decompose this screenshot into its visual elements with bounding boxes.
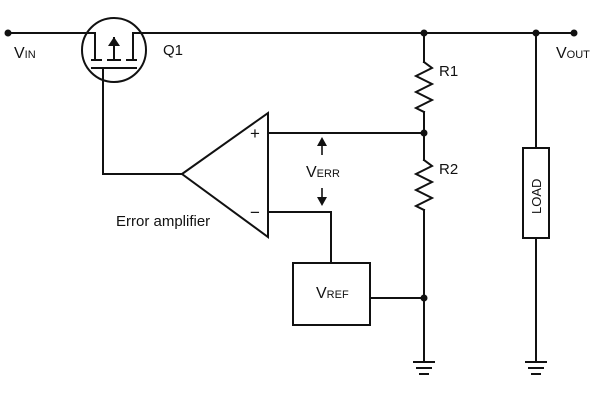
q1-mosfet	[79, 17, 151, 175]
error-amplifier-triangle	[180, 111, 269, 239]
r2-label: R2	[439, 161, 458, 178]
load-label: LOAD	[529, 179, 544, 214]
verr-arrows	[317, 137, 327, 206]
vout-label: VOUT	[556, 45, 590, 62]
vin-label: VIN	[14, 45, 36, 62]
r2-resistor	[413, 158, 435, 212]
plus-sign: +	[250, 124, 260, 143]
q1-arrow	[108, 37, 120, 46]
ground-symbol-right	[525, 361, 547, 375]
vref-label: VREF	[316, 285, 349, 302]
q1-body-circle	[81, 17, 147, 83]
minus-sign: −	[250, 203, 260, 222]
r1-resistor	[413, 60, 435, 114]
q1-label: Q1	[163, 42, 183, 59]
vin-terminal	[4, 29, 12, 37]
vout-terminal	[570, 29, 578, 37]
vref-box	[292, 262, 371, 326]
ground-symbol-left	[413, 361, 435, 375]
r1-label: R1	[439, 63, 458, 80]
verr-label: VERR	[306, 164, 340, 181]
error-amplifier-label: Error amplifier	[116, 213, 210, 230]
